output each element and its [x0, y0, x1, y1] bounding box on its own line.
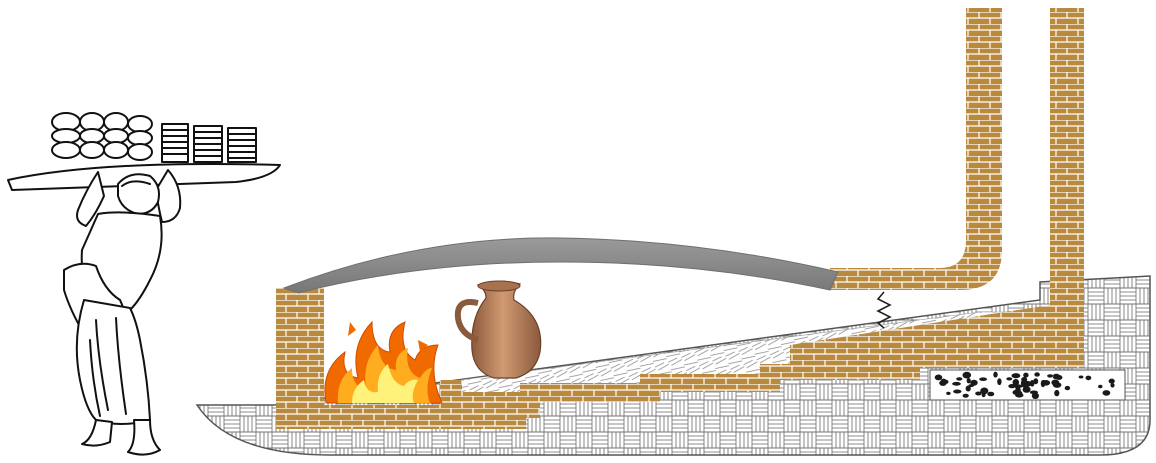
gravel-pebble [1021, 377, 1027, 382]
gravel-pebble [952, 382, 961, 386]
gravel-pebble [1015, 385, 1024, 388]
gravel-pebble [940, 379, 946, 386]
gravel-pebble [997, 378, 1001, 385]
gravel-pebble [1054, 390, 1059, 396]
gravel-pebble [1041, 380, 1045, 387]
gravel-pebble [1047, 374, 1053, 377]
gravel-pebble [1015, 387, 1021, 394]
gravel-pebble [1015, 393, 1023, 398]
gravel-pebble [935, 375, 943, 381]
gravel-pebble [982, 393, 986, 397]
gravel-pebble [979, 377, 987, 381]
gravel-pebble [987, 392, 994, 397]
clay-jug-icon [458, 281, 541, 378]
gravel-pebble [1032, 393, 1039, 399]
gravel-pebble [967, 378, 971, 383]
gravel-pebble [1023, 373, 1028, 378]
firebox-wall-left [276, 288, 324, 406]
chimney-outer-wall [1050, 8, 1084, 368]
gravel-pebble [1098, 385, 1102, 389]
gravel-pebble [1023, 386, 1031, 393]
gravel-pebble [1109, 379, 1115, 384]
fire-icon [325, 322, 442, 403]
kiln-roof-arch [284, 238, 838, 293]
gravel-pebble [1065, 386, 1070, 390]
gravel-pebble [1103, 390, 1111, 396]
gravel-pebble [1012, 373, 1021, 378]
gravel-pebble [1051, 380, 1059, 386]
gravel-pebble [1110, 383, 1114, 388]
gravel-pebble [953, 390, 961, 394]
gravel-pebble [1006, 377, 1012, 380]
gravel-pebble [963, 394, 969, 398]
gravel-pebble [946, 392, 950, 395]
gravel-pebble [1053, 376, 1060, 380]
gravel-pebble [1086, 376, 1092, 381]
potter-carrying-pots-icon [8, 113, 280, 455]
gravel-pebble [956, 377, 962, 380]
chimney-inner-wall [830, 8, 1002, 290]
gravel-pebble [966, 386, 971, 392]
gravel-pebble [1034, 372, 1040, 376]
gravel-pebble [963, 373, 967, 376]
gravel-pebble [993, 372, 997, 378]
gravel-pebble [1079, 376, 1084, 379]
